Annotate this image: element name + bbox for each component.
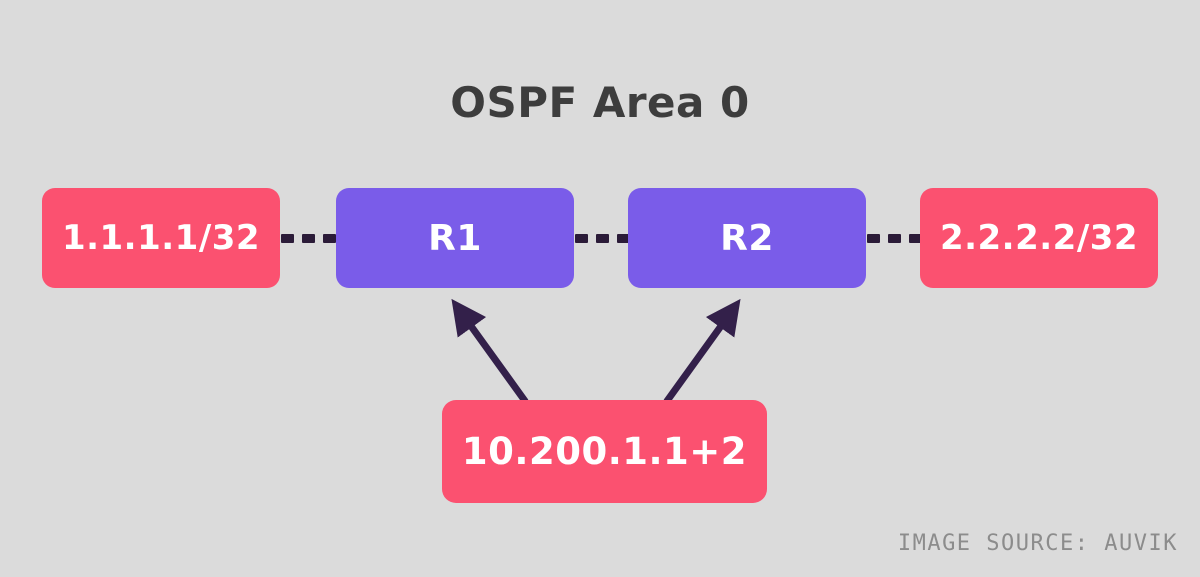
router-node-r1: R1: [336, 188, 574, 288]
network-node-1111: 1.1.1.1/32: [42, 188, 280, 288]
link-r1-r2: [574, 232, 630, 244]
dash-segment: [887, 233, 901, 243]
network-node-label: 1.1.1.1/32: [61, 218, 261, 258]
link-r2-net2: [866, 232, 922, 244]
router-node-label: R2: [720, 217, 774, 259]
dash-segment: [322, 233, 336, 243]
dash-segment: [616, 233, 630, 243]
dash-segment: [280, 233, 294, 243]
annotation-label: 10.200.1.1+2: [461, 430, 748, 473]
annotation-box: 10.200.1.1+2: [442, 400, 767, 503]
image-source-caption: IMAGE SOURCE: AUVIK: [897, 531, 1178, 556]
diagram-title: OSPF Area 0: [450, 78, 750, 127]
network-node-2222: 2.2.2.2/32: [920, 188, 1158, 288]
dash-segment: [574, 233, 588, 243]
router-node-label: R1: [428, 217, 482, 259]
arrow-to-r2-icon: [663, 298, 741, 405]
dash-segment: [301, 233, 315, 243]
network-node-label: 2.2.2.2/32: [939, 218, 1139, 258]
dash-segment: [908, 233, 922, 243]
link-net1-r1: [280, 232, 336, 244]
dash-segment: [866, 233, 880, 243]
router-node-r2: R2: [628, 188, 866, 288]
dash-segment: [595, 233, 609, 243]
arrow-to-r1-icon: [451, 298, 529, 405]
